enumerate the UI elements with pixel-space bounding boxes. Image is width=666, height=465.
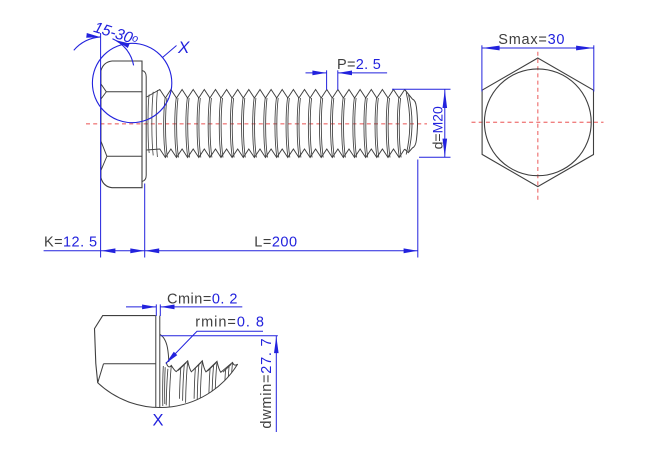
svg-text:dwmin=27. 7: dwmin=27. 7 — [259, 338, 275, 429]
svg-text:rmin=0. 8: rmin=0. 8 — [195, 314, 265, 330]
svg-text:X: X — [153, 412, 164, 430]
svg-text:Smax=30: Smax=30 — [498, 32, 565, 48]
svg-text:X: X — [177, 38, 190, 57]
svg-text:Cmin=0. 2: Cmin=0. 2 — [167, 292, 238, 308]
svg-text:L=200: L=200 — [254, 234, 297, 250]
svg-text:15-30o: 15-30o — [92, 19, 141, 49]
svg-text:K=12. 5: K=12. 5 — [44, 234, 98, 250]
svg-text:d=M20: d=M20 — [430, 106, 446, 149]
svg-text:P=2. 5: P=2. 5 — [337, 57, 381, 73]
